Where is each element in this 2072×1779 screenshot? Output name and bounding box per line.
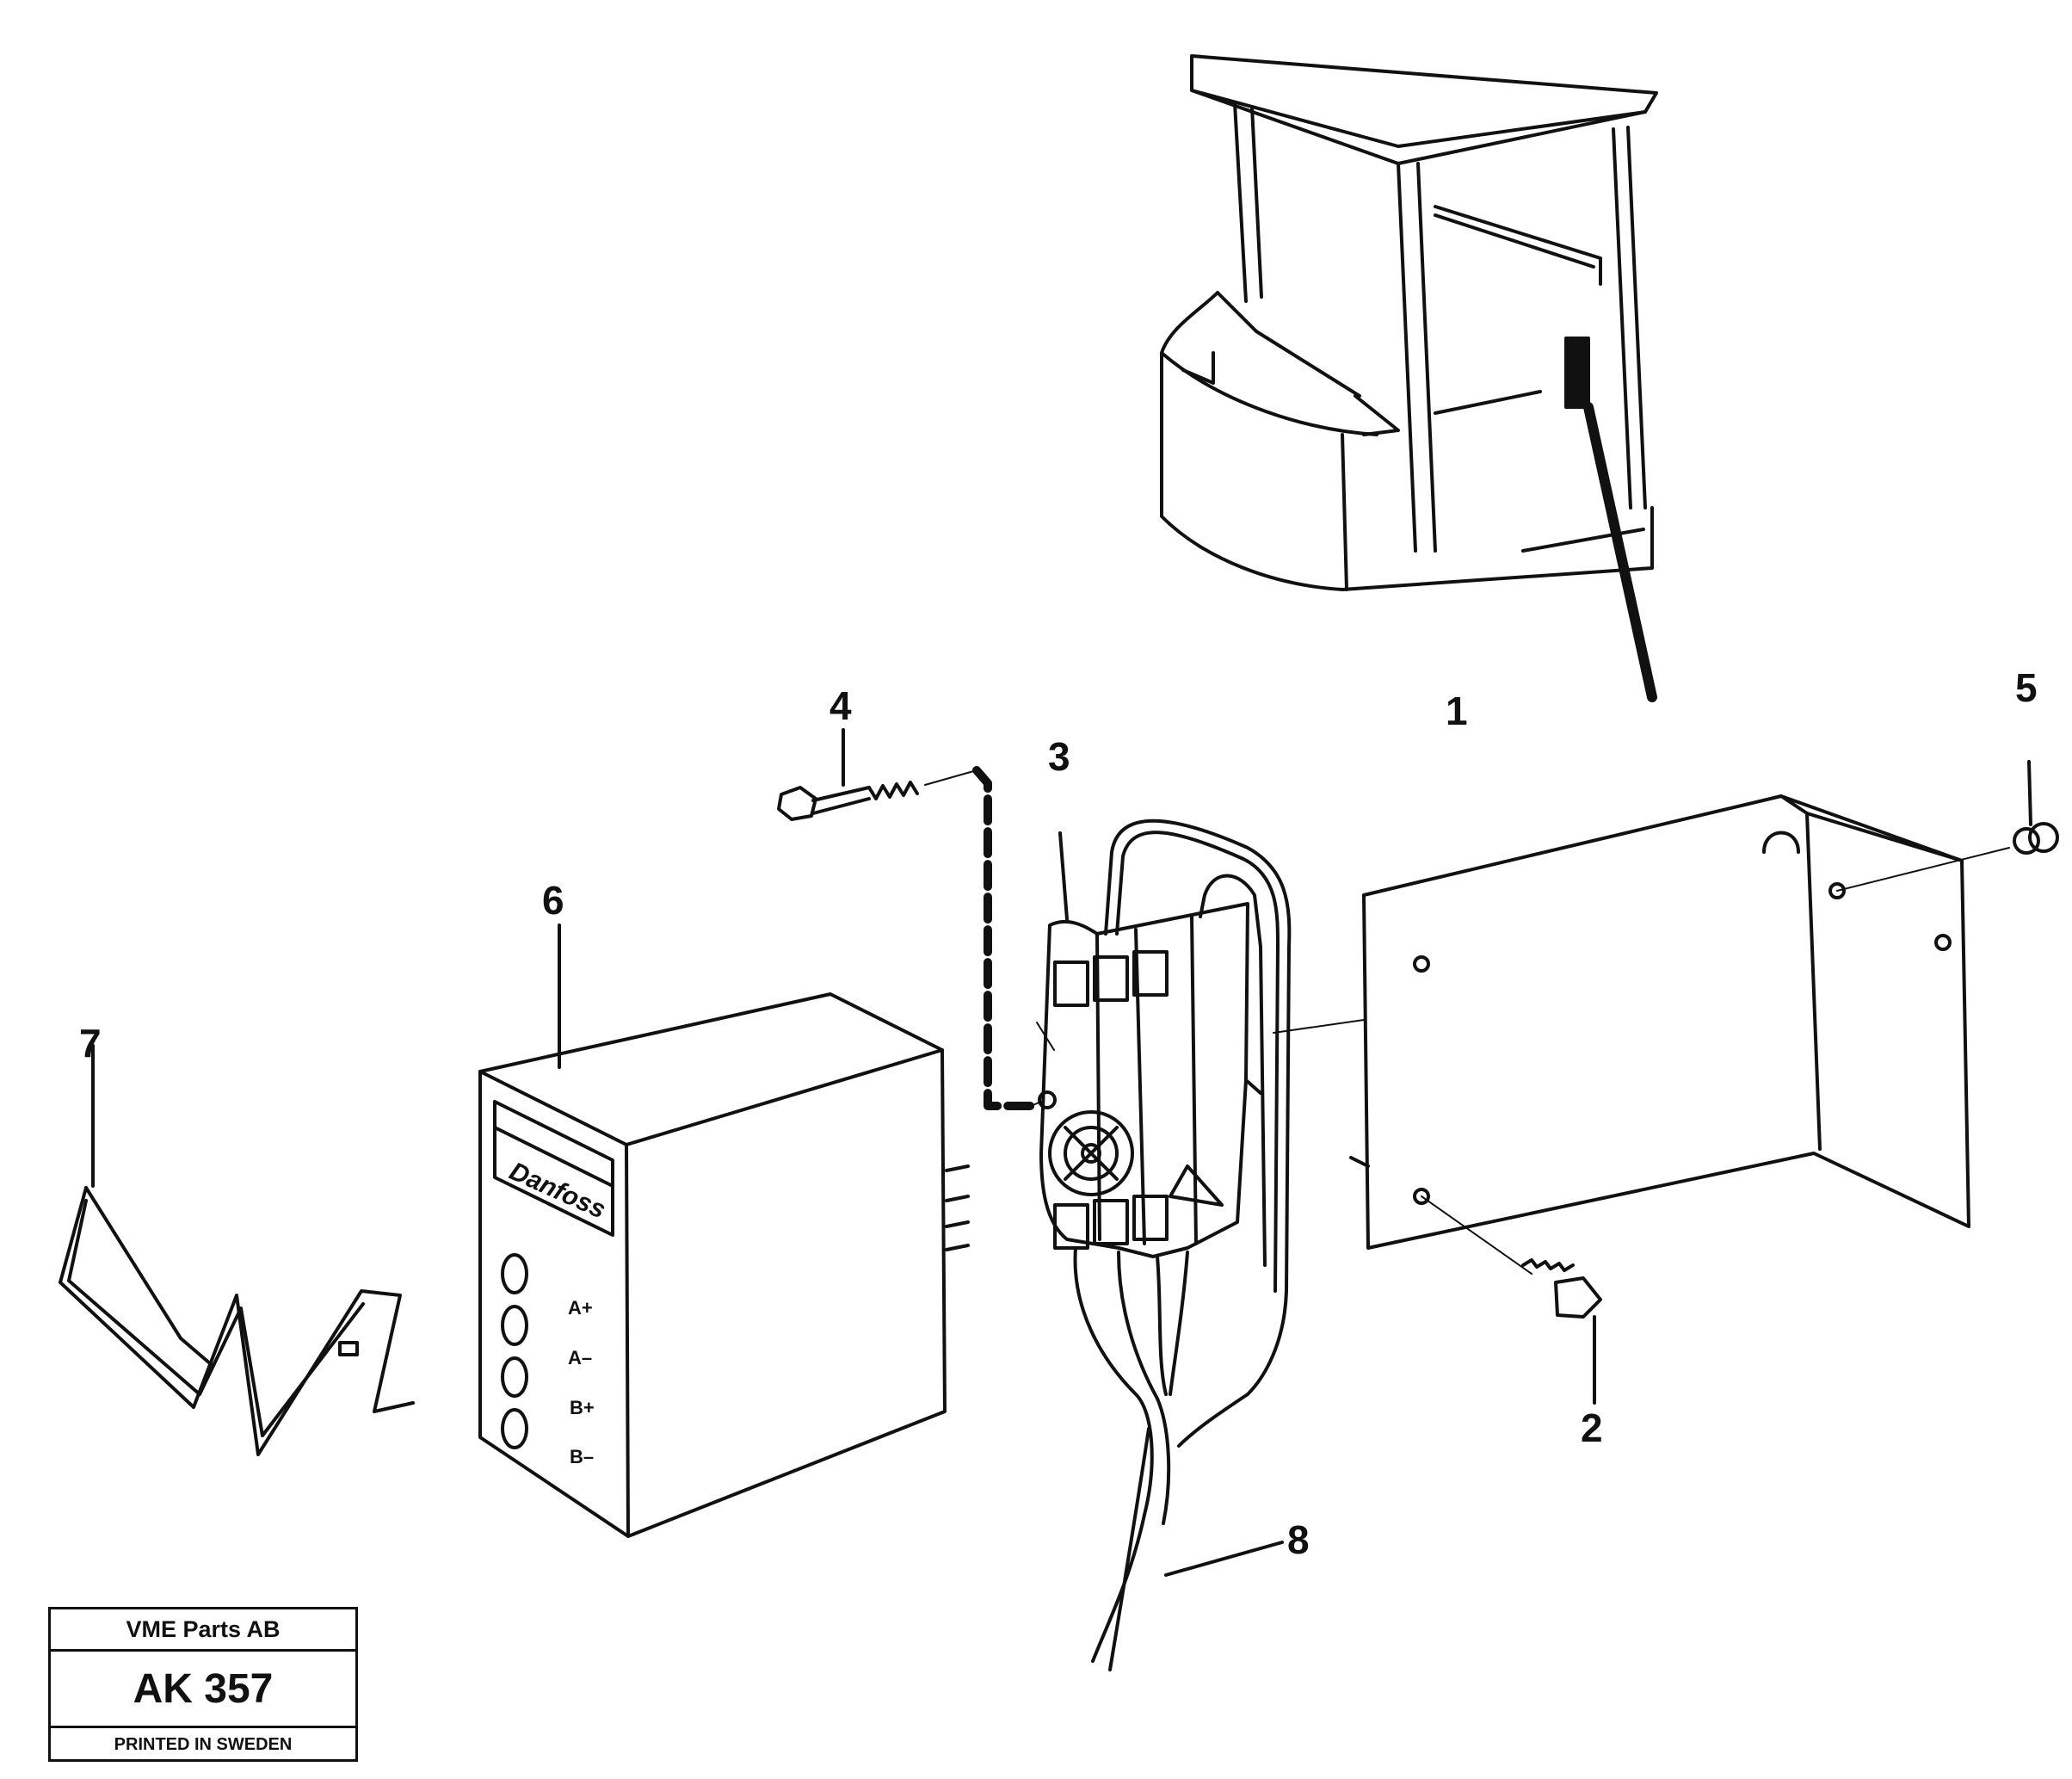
relay-label-a-minus: A–	[568, 1347, 592, 1368]
callout-1: 1	[1446, 689, 1468, 733]
relay-label-a-plus: A+	[568, 1297, 593, 1319]
operator-cab	[1160, 54, 1658, 702]
callout-2: 2	[1581, 1405, 1603, 1450]
part-8-cable	[1073, 1246, 1284, 1671]
printed-note: PRINTED IN SWEDEN	[114, 1735, 293, 1754]
callout-4: 4	[829, 683, 852, 728]
part-5-nut	[1836, 760, 2059, 892]
callout-6: 6	[542, 878, 564, 923]
part-7-spring	[59, 1044, 415, 1456]
callout-3: 3	[1048, 734, 1070, 779]
callout-5: 5	[2015, 665, 2038, 710]
part-6-relay	[478, 923, 970, 1538]
part-2-bolt	[1421, 1195, 1602, 1405]
relay-label-b-plus: B+	[570, 1397, 595, 1418]
company-name: VME Parts AB	[51, 1609, 355, 1652]
part-4-screw	[777, 728, 1042, 1110]
callout-8: 8	[1287, 1517, 1310, 1562]
relay-label-b-minus: B–	[570, 1446, 594, 1467]
callout-7: 7	[79, 1021, 102, 1066]
part-3-socket	[1036, 818, 1365, 1396]
title-block: VME Parts AB AK 357 PRINTED IN SWEDEN	[48, 1607, 358, 1762]
drawing-code: AK 357	[51, 1652, 355, 1728]
part-1-bracket	[1349, 794, 1970, 1250]
